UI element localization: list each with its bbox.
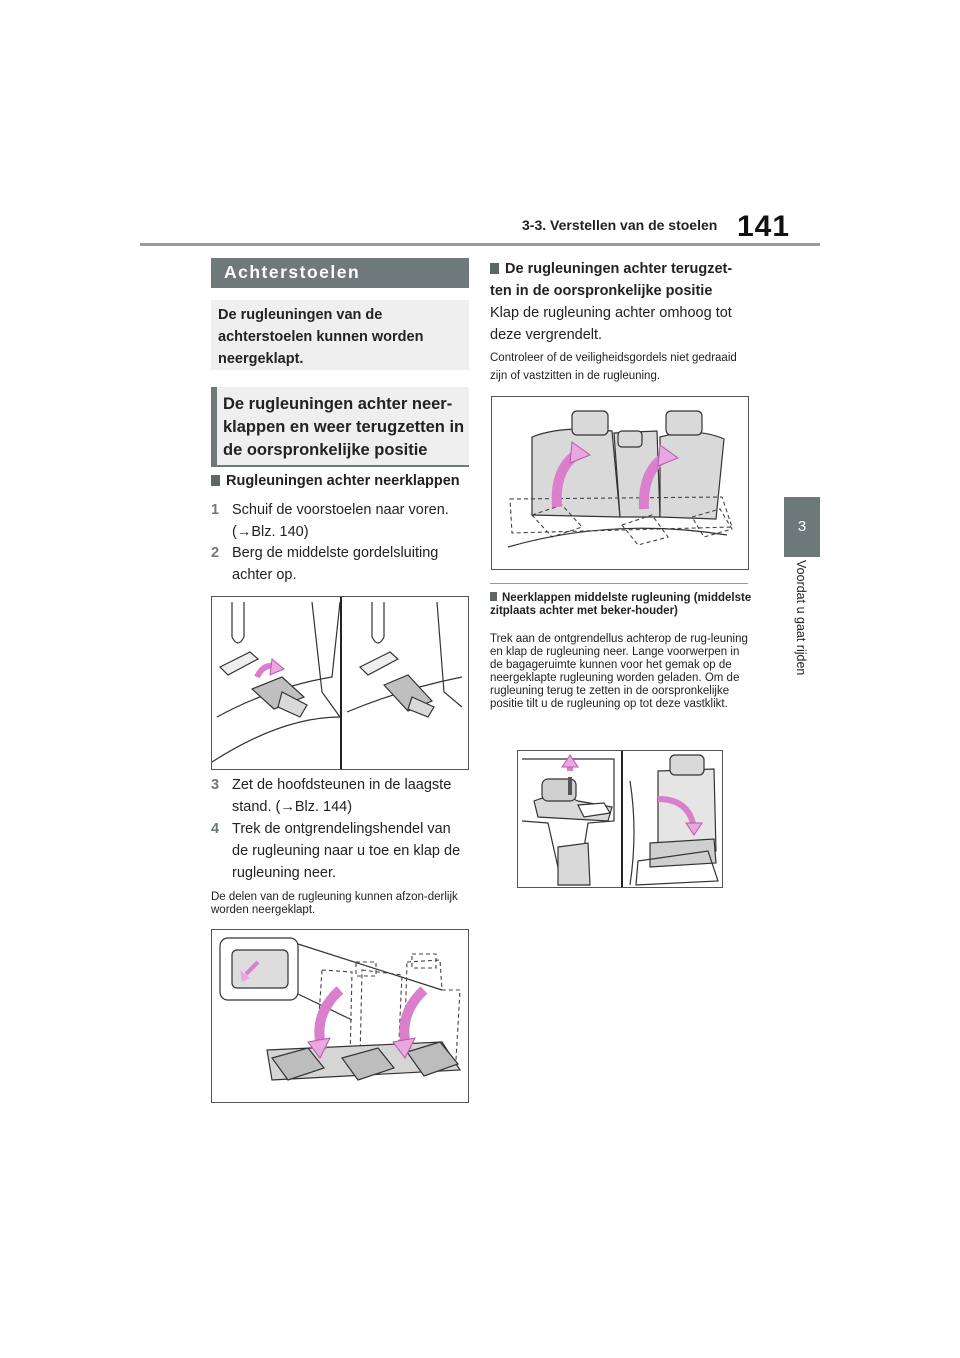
return-heading: De rugleuningen achter terugzet-ten in d… bbox=[490, 258, 752, 302]
step-text: Zet de hoofdsteunen in de laagste stand.… bbox=[232, 777, 452, 815]
step-number: 3 bbox=[211, 777, 220, 793]
section-title: Achterstoelen bbox=[224, 262, 361, 282]
subsection-heading-box: De rugleuningen achter neer-klappen en w… bbox=[211, 387, 469, 465]
return-text: Klap de rugleuning achter omhoog tot dez… bbox=[490, 305, 732, 343]
section-divider bbox=[490, 583, 748, 584]
figure-seat-return bbox=[491, 396, 749, 570]
middle-seat-heading: Neerklappen middelste rugleuning (middel… bbox=[490, 592, 752, 618]
step-2: 2 Berg de middelste gordelsluiting achte… bbox=[211, 542, 469, 586]
return-note: Controleer of de veiligheidsgordels niet… bbox=[490, 352, 737, 382]
step-text: Trek de ontgrendelingshendel van de rugl… bbox=[232, 821, 461, 881]
middle-seat-heading-text: Neerklappen middelste rugleuning (middel… bbox=[490, 592, 752, 617]
chapter-title-text: Voordat u gaat rijden bbox=[794, 560, 808, 676]
page-number: 141 bbox=[737, 210, 791, 243]
middle-seat-text: Trek aan de ontgrendellus achterop de ru… bbox=[490, 633, 748, 710]
return-heading-text: De rugleuningen achter terugzet-ten in d… bbox=[490, 261, 733, 299]
bullet-square-icon bbox=[490, 592, 497, 601]
bullet-square-icon bbox=[490, 263, 499, 274]
section-title-bar: Achterstoelen bbox=[211, 258, 469, 288]
middle-seat-illustration bbox=[521, 751, 719, 887]
step-number: 4 bbox=[211, 821, 220, 837]
intro-text: De rugleuningen van de achterstoelen kun… bbox=[218, 307, 424, 367]
seat-return-illustration bbox=[507, 410, 733, 548]
buckle-stow-illustration bbox=[212, 597, 463, 769]
step-number: 2 bbox=[211, 545, 220, 561]
step-4: 4 Trek de ontgrendelingshendel van de ru… bbox=[211, 818, 469, 884]
running-header-section: 3-3. Verstellen van de stoelen bbox=[522, 217, 718, 233]
fold-down-heading-text: Rugleuningen achter neerklappen bbox=[226, 473, 460, 489]
figure-seat-fold bbox=[211, 929, 469, 1103]
subsection-title: De rugleuningen achter neer-klappen en w… bbox=[223, 395, 465, 459]
header-divider bbox=[140, 243, 820, 246]
step-text: Berg de middelste gordelsluiting achter … bbox=[232, 545, 439, 583]
fold-down-note: De delen van de rugleuning kunnen afzon-… bbox=[211, 891, 458, 916]
intro-box: De rugleuningen van de achterstoelen kun… bbox=[211, 300, 469, 370]
figure-buckle-stow bbox=[211, 596, 469, 770]
step-3: 3 Zet de hoofdsteunen in de laagste stan… bbox=[211, 774, 469, 818]
chapter-tab: 3 bbox=[784, 497, 820, 557]
step-number: 1 bbox=[211, 502, 220, 518]
step-1: 1 Schuif de voorstoelen naar voren. (→Bl… bbox=[211, 499, 469, 543]
figure-middle-seat bbox=[517, 750, 723, 888]
bullet-square-icon bbox=[211, 475, 220, 486]
fold-down-heading: Rugleuningen achter neerklappen bbox=[211, 473, 460, 489]
step-text: Schuif de voorstoelen naar voren. (→Blz.… bbox=[232, 502, 449, 540]
chapter-title-vertical: Voordat u gaat rijden bbox=[782, 560, 822, 700]
subsection-divider bbox=[211, 465, 469, 467]
seat-fold-illustration bbox=[219, 937, 462, 1081]
